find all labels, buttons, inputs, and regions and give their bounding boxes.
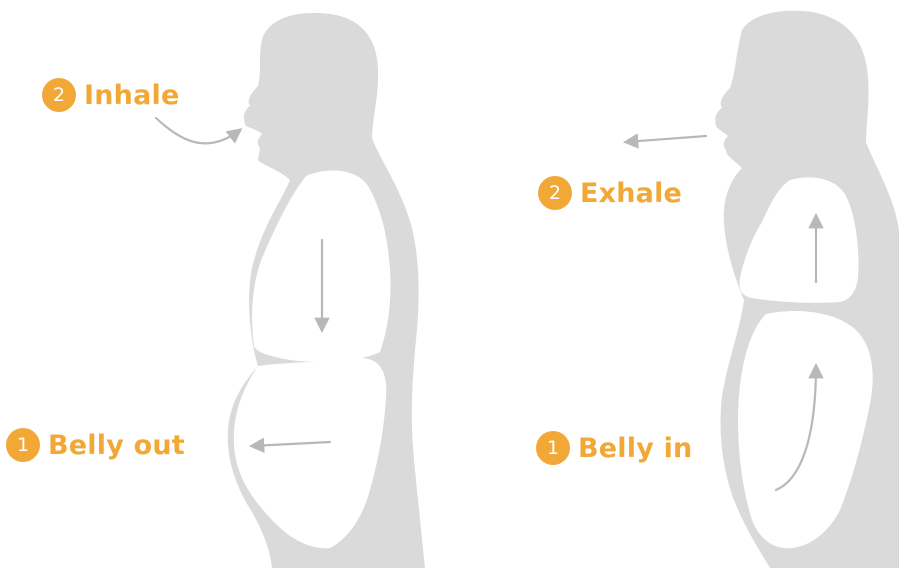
- label-belly-in: 1 Belly in: [536, 431, 692, 465]
- step-number-badge: 1: [6, 428, 40, 462]
- step-number-badge: 2: [538, 176, 572, 210]
- mouth-inhale-arrow-icon: [156, 118, 240, 143]
- label-text: Belly out: [48, 430, 185, 461]
- label-text: Exhale: [580, 178, 682, 209]
- step-number-badge: 2: [42, 78, 76, 112]
- label-inhale: 2 Inhale: [42, 78, 179, 112]
- label-exhale: 2 Exhale: [538, 176, 682, 210]
- left-person: [156, 13, 425, 568]
- label-text: Belly in: [578, 433, 692, 464]
- label-text: Inhale: [84, 80, 179, 111]
- step-number-badge: 1: [536, 431, 570, 465]
- right-person: [626, 11, 899, 568]
- label-belly-out: 1 Belly out: [6, 428, 185, 462]
- mouth-exhale-arrow-icon: [626, 136, 706, 142]
